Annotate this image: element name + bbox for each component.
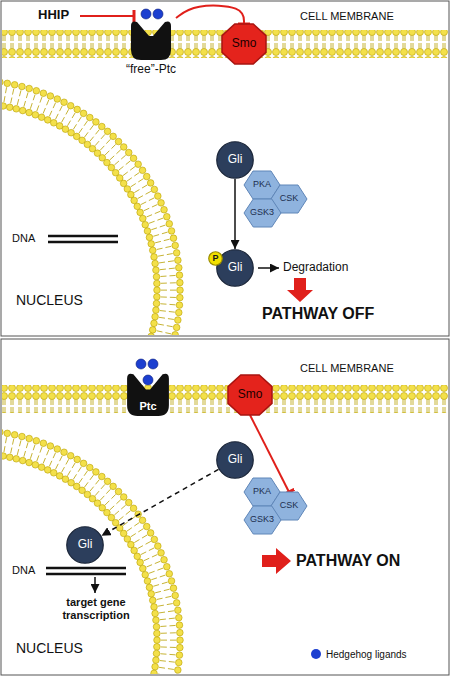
kinase-hexagon: GSK3 — [244, 506, 281, 534]
panel-frame — [1, 1, 449, 336]
phosphate-group: P — [208, 251, 223, 266]
gli-protein: Gli — [66, 526, 104, 564]
dna-strand — [46, 573, 126, 576]
legend-text: Hedgehog ligands — [326, 649, 407, 660]
phospho-gli: GliP — [216, 249, 254, 287]
node-text: Smo — [232, 37, 257, 50]
panel-frame — [1, 339, 449, 675]
hedgehog-ligand — [153, 9, 163, 19]
ptc-receptor: Ptc — [125, 372, 171, 416]
node-text: Smo — [238, 388, 263, 401]
node-text: PKA — [253, 487, 271, 497]
gli-protein: Gli — [216, 441, 254, 479]
node-text: Gli — [228, 261, 243, 274]
hedgehog-ligand — [136, 359, 146, 369]
legend-swatch — [310, 648, 322, 660]
hedgehog-ligand — [141, 9, 151, 19]
nuclear-membrane — [2, 427, 183, 674]
inhibition-connector — [176, 6, 244, 24]
smo-receptor: Smo — [222, 24, 266, 64]
state-label: PATHWAY OFF — [262, 305, 374, 323]
process-label: Degradation — [283, 261, 348, 275]
legend-entry: Hedgehog ligands — [310, 648, 407, 660]
membrane-label: CELL MEMBRANE — [300, 10, 394, 23]
node-text: GSK3 — [250, 208, 274, 218]
compartment-label: NUCLEUS — [16, 292, 83, 308]
dna-strand — [48, 241, 118, 244]
node-text: Gli — [228, 453, 243, 466]
inhibition-line — [80, 15, 134, 17]
kinase-hexagon: GSK3 — [244, 199, 281, 227]
transcription-arrow — [94, 577, 96, 593]
node-text: Gli — [78, 538, 93, 551]
smo-receptor: Smo — [228, 375, 272, 415]
phosphorylation-arrow — [234, 179, 236, 249]
ptc-receptor: “free”-Ptc — [116, 14, 186, 76]
node-text: PKA — [253, 180, 271, 190]
protein-label: HHIP — [38, 8, 69, 23]
hedgehog-ligand — [143, 375, 153, 385]
node-text: CSK — [280, 501, 299, 511]
pathway-arrow — [287, 278, 313, 302]
state-label: PATHWAY ON — [296, 552, 400, 570]
membrane-label: CELL MEMBRANE — [300, 362, 394, 375]
gli-protein: Gli — [216, 141, 254, 179]
node-text: Ptc — [139, 400, 156, 412]
node-text: “free”-Ptc — [126, 63, 176, 76]
cell-membrane — [2, 385, 448, 413]
node-text: GSK3 — [250, 515, 274, 525]
dna-strand — [48, 235, 118, 238]
node-text: CSK — [280, 194, 299, 204]
dna-label: DNA — [12, 564, 35, 577]
node-text: P — [212, 254, 218, 264]
compartment-label: NUCLEUS — [16, 640, 83, 656]
dna-strand — [46, 567, 126, 570]
pathway-arrow — [262, 548, 291, 574]
degradation-arrow — [258, 267, 279, 269]
translocation-arrow — [102, 469, 219, 535]
hedgehog-ligand — [148, 359, 158, 369]
process-label: target gene transcription — [50, 596, 142, 621]
dna-label: DNA — [12, 232, 35, 245]
nuclear-membrane — [2, 77, 183, 335]
node-text: Gli — [228, 153, 243, 166]
